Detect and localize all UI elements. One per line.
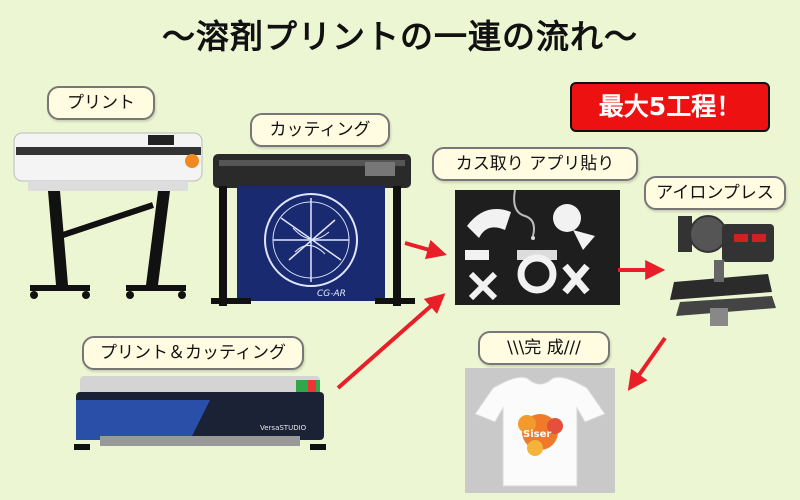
heat-press-image [670, 215, 776, 326]
label-weeding: カス取り アプリ貼り [432, 147, 638, 181]
arrow-printcut-to-weeding [336, 293, 446, 390]
label-cutting: カッティング [250, 113, 390, 147]
cutting-plotter-image: CG-AR [211, 154, 415, 306]
cutter-brand-text: CG-AR [317, 289, 346, 299]
label-print: プリント [47, 86, 155, 120]
page-title: 〜溶剤プリントの一連の流れ〜 [162, 17, 638, 56]
tshirt-image: Siser [465, 368, 615, 493]
arrow-cutting-to-weeding [404, 239, 447, 260]
printcut-brand-text: VersaSTUDIO [260, 424, 307, 432]
weeding-image [455, 190, 620, 305]
label-press: アイロンプレス [644, 176, 786, 210]
label-print-cut: プリント＆カッティング [82, 336, 304, 370]
max-steps-badge: 最大5工程！ [570, 82, 770, 132]
shirt-logo-text: Siser [523, 429, 551, 440]
printer-image [13, 132, 203, 299]
print-cut-device-image: VersaSTUDIO [74, 376, 326, 450]
arrow-press-to-complete [627, 336, 667, 391]
label-complete: \\\完 成/// [478, 331, 610, 365]
